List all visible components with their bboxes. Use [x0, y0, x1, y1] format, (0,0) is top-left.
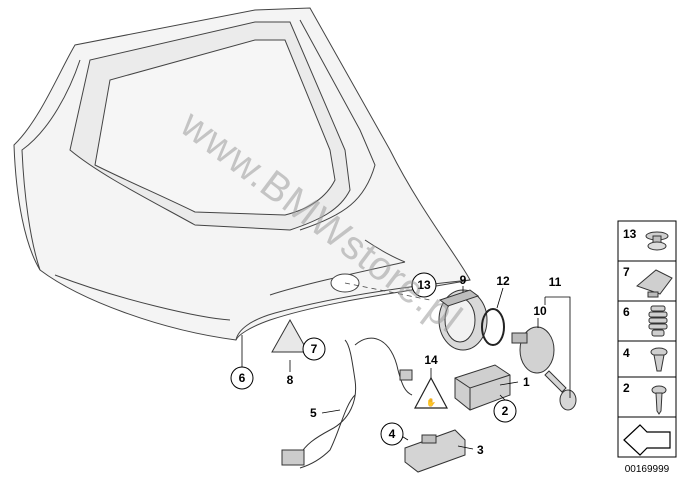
leader-lines — [241, 286, 571, 450]
legend-frame — [617, 220, 677, 458]
callout-12: 12 — [496, 274, 510, 288]
callout-4: 4 — [389, 427, 396, 441]
callout-6: 6 — [239, 371, 246, 385]
part-14-warning-label: ✋ — [414, 376, 448, 409]
callout-2: 2 — [502, 404, 509, 418]
legend-label-4: 4 — [623, 346, 630, 360]
trunk-lid — [13, 7, 471, 341]
svg-text:✋: ✋ — [426, 397, 436, 407]
assembly-guide-line — [344, 282, 431, 301]
part-11-key — [544, 370, 577, 411]
callout-10: 10 — [533, 304, 547, 318]
callout-circle-13 — [411, 272, 437, 298]
legend-label-7: 7 — [623, 265, 630, 279]
callout-7: 7 — [311, 342, 318, 356]
callout-5: 5 — [310, 406, 317, 420]
callout-14: 14 — [424, 353, 438, 367]
legend-label-2: 2 — [623, 381, 630, 395]
part-8-warning-triangle — [271, 318, 309, 353]
rubber-buffer-icon — [648, 305, 668, 337]
expanding-rivet-icon — [650, 347, 668, 372]
callout-circle-4 — [380, 422, 404, 446]
callout-11: 11 — [549, 275, 562, 289]
part-3-bracket — [404, 429, 466, 473]
callout-circle-6 — [230, 366, 254, 390]
part-12-seal-ring — [481, 308, 505, 346]
callout-1: 1 — [523, 375, 530, 389]
part-10-lock-cylinder — [511, 326, 555, 374]
legend-label-13: 13 — [623, 227, 637, 241]
callouts: 1 2 3 4 5 6 7 8 9 10 11 12 13 14 — [230, 272, 562, 457]
screw-icon — [651, 385, 667, 415]
callout-3: 3 — [477, 443, 484, 457]
part-9-housing — [438, 289, 488, 351]
callout-13: 13 — [417, 278, 431, 292]
callout-circle-7 — [302, 337, 326, 361]
clip-icon — [636, 269, 673, 298]
part-5-wiring-harness — [281, 337, 413, 469]
legend-label-6: 6 — [623, 305, 630, 319]
direction-arrow-icon — [623, 424, 671, 456]
part-1-lock-actuator — [454, 364, 511, 411]
screw-washer-icon — [645, 231, 669, 251]
callout-9: 9 — [460, 273, 467, 287]
figure-id: 00169999 — [625, 464, 670, 475]
callout-circle-2 — [493, 399, 517, 423]
callout-8: 8 — [287, 373, 294, 387]
fastener-legend: 13 7 6 4 2 — [617, 220, 677, 458]
